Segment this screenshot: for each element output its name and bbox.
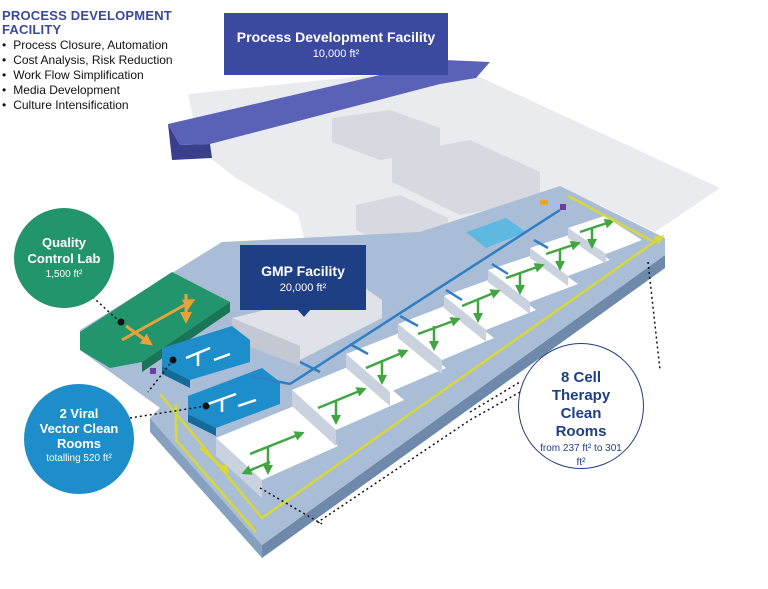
gowning-room: [466, 218, 526, 248]
clean-room-1-wall: [216, 438, 262, 498]
clean-rooms-callout: 8 Cell Therapy Clean Rooms from 237 ft² …: [518, 343, 644, 469]
list-item: Process Closure, Automation: [2, 38, 173, 53]
qc-pin: [117, 318, 125, 326]
clean-room-2-wall: [292, 390, 336, 446]
pdf-room-1: [332, 110, 440, 160]
gmp-core-wall: [232, 318, 300, 366]
clean-room-5-wall: [444, 296, 486, 342]
qc-lab-callout-size: 1,500 ft²: [45, 269, 83, 280]
gmp-floor-right: [262, 255, 665, 558]
gmp-callout: GMP Facility 20,000 ft²: [240, 245, 366, 310]
list-item: Cost Analysis, Risk Reduction: [2, 53, 172, 68]
pdf-room-2: [392, 140, 540, 215]
list-item: Work Flow Simplification: [2, 68, 173, 83]
clean-rooms-callout-title: 8 Cell Therapy Clean Rooms: [551, 369, 611, 440]
clean-room-4: [398, 304, 494, 360]
viral-flow-arrows: [185, 346, 257, 412]
viral-room-1: [162, 326, 250, 380]
list-item: Media Development: [2, 83, 173, 98]
clean-rooms-callout-size: from 237 ft² to 301 ft²: [540, 443, 622, 468]
equipment-marker-2: [560, 204, 566, 210]
clean-room-6: [488, 254, 578, 302]
clean-room-3: [346, 332, 446, 392]
corridor-flow-lines: [249, 208, 561, 386]
clean-room-flow-arrows: [241, 218, 615, 475]
gmp-floor-front: [150, 418, 262, 558]
pdf-callout-size: 10,000 ft²: [312, 48, 360, 60]
qc-lab-callout-title: Quality Control Lab: [27, 235, 101, 266]
perimeter-flow-lines: [159, 194, 665, 533]
qc-flow-arrow-3: [125, 324, 153, 346]
clean-room-6-wall: [488, 270, 530, 314]
qc-flow-arrow-1: [121, 299, 196, 342]
pdf-capability-list: Process Closure, Automation Cost Analysi…: [2, 38, 173, 113]
clean-room-3-wall: [346, 354, 390, 406]
viral-pin-2: [202, 402, 210, 410]
pdf-heading: PROCESS DEVELOPMENT FACILITY: [2, 8, 172, 37]
viral-room-2: [188, 368, 280, 428]
viral-room-1-wall: [162, 366, 190, 388]
viral-vector-callout: 2 Viral Vector Clean Rooms totalling 520…: [24, 384, 134, 494]
leader-lines: [84, 261, 661, 525]
viral-pin-1: [169, 356, 177, 364]
clean-room-5: [444, 278, 536, 330]
clean-room-8: [568, 216, 642, 254]
clean-room-7-wall: [530, 248, 568, 286]
equipment-marker-3: [540, 200, 548, 205]
clean-room-4-wall: [398, 324, 442, 374]
pdf-floor-edge-side: [168, 124, 212, 160]
equipment-marker-1: [150, 368, 156, 374]
pdf-floor-edge: [168, 60, 490, 145]
gmp-callout-pointer: [297, 309, 311, 317]
viral-vector-callout-size: totalling 520 ft²: [46, 453, 112, 464]
gmp-callout-size: 20,000 ft²: [279, 282, 327, 294]
viral-vector-callout-title: 2 Viral Vector Clean Rooms: [39, 406, 119, 451]
viral-room-2-wall: [188, 414, 216, 436]
gmp-callout-title: GMP Facility: [261, 263, 345, 279]
clean-room-7: [530, 234, 610, 276]
pdf-callout: Process Development Facility 10,000 ft²: [224, 13, 448, 75]
list-item: Culture Intensification: [2, 98, 173, 113]
pdf-callout-title: Process Development Facility: [236, 29, 436, 45]
qc-lab-callout: Quality Control Lab 1,500 ft²: [14, 208, 114, 308]
